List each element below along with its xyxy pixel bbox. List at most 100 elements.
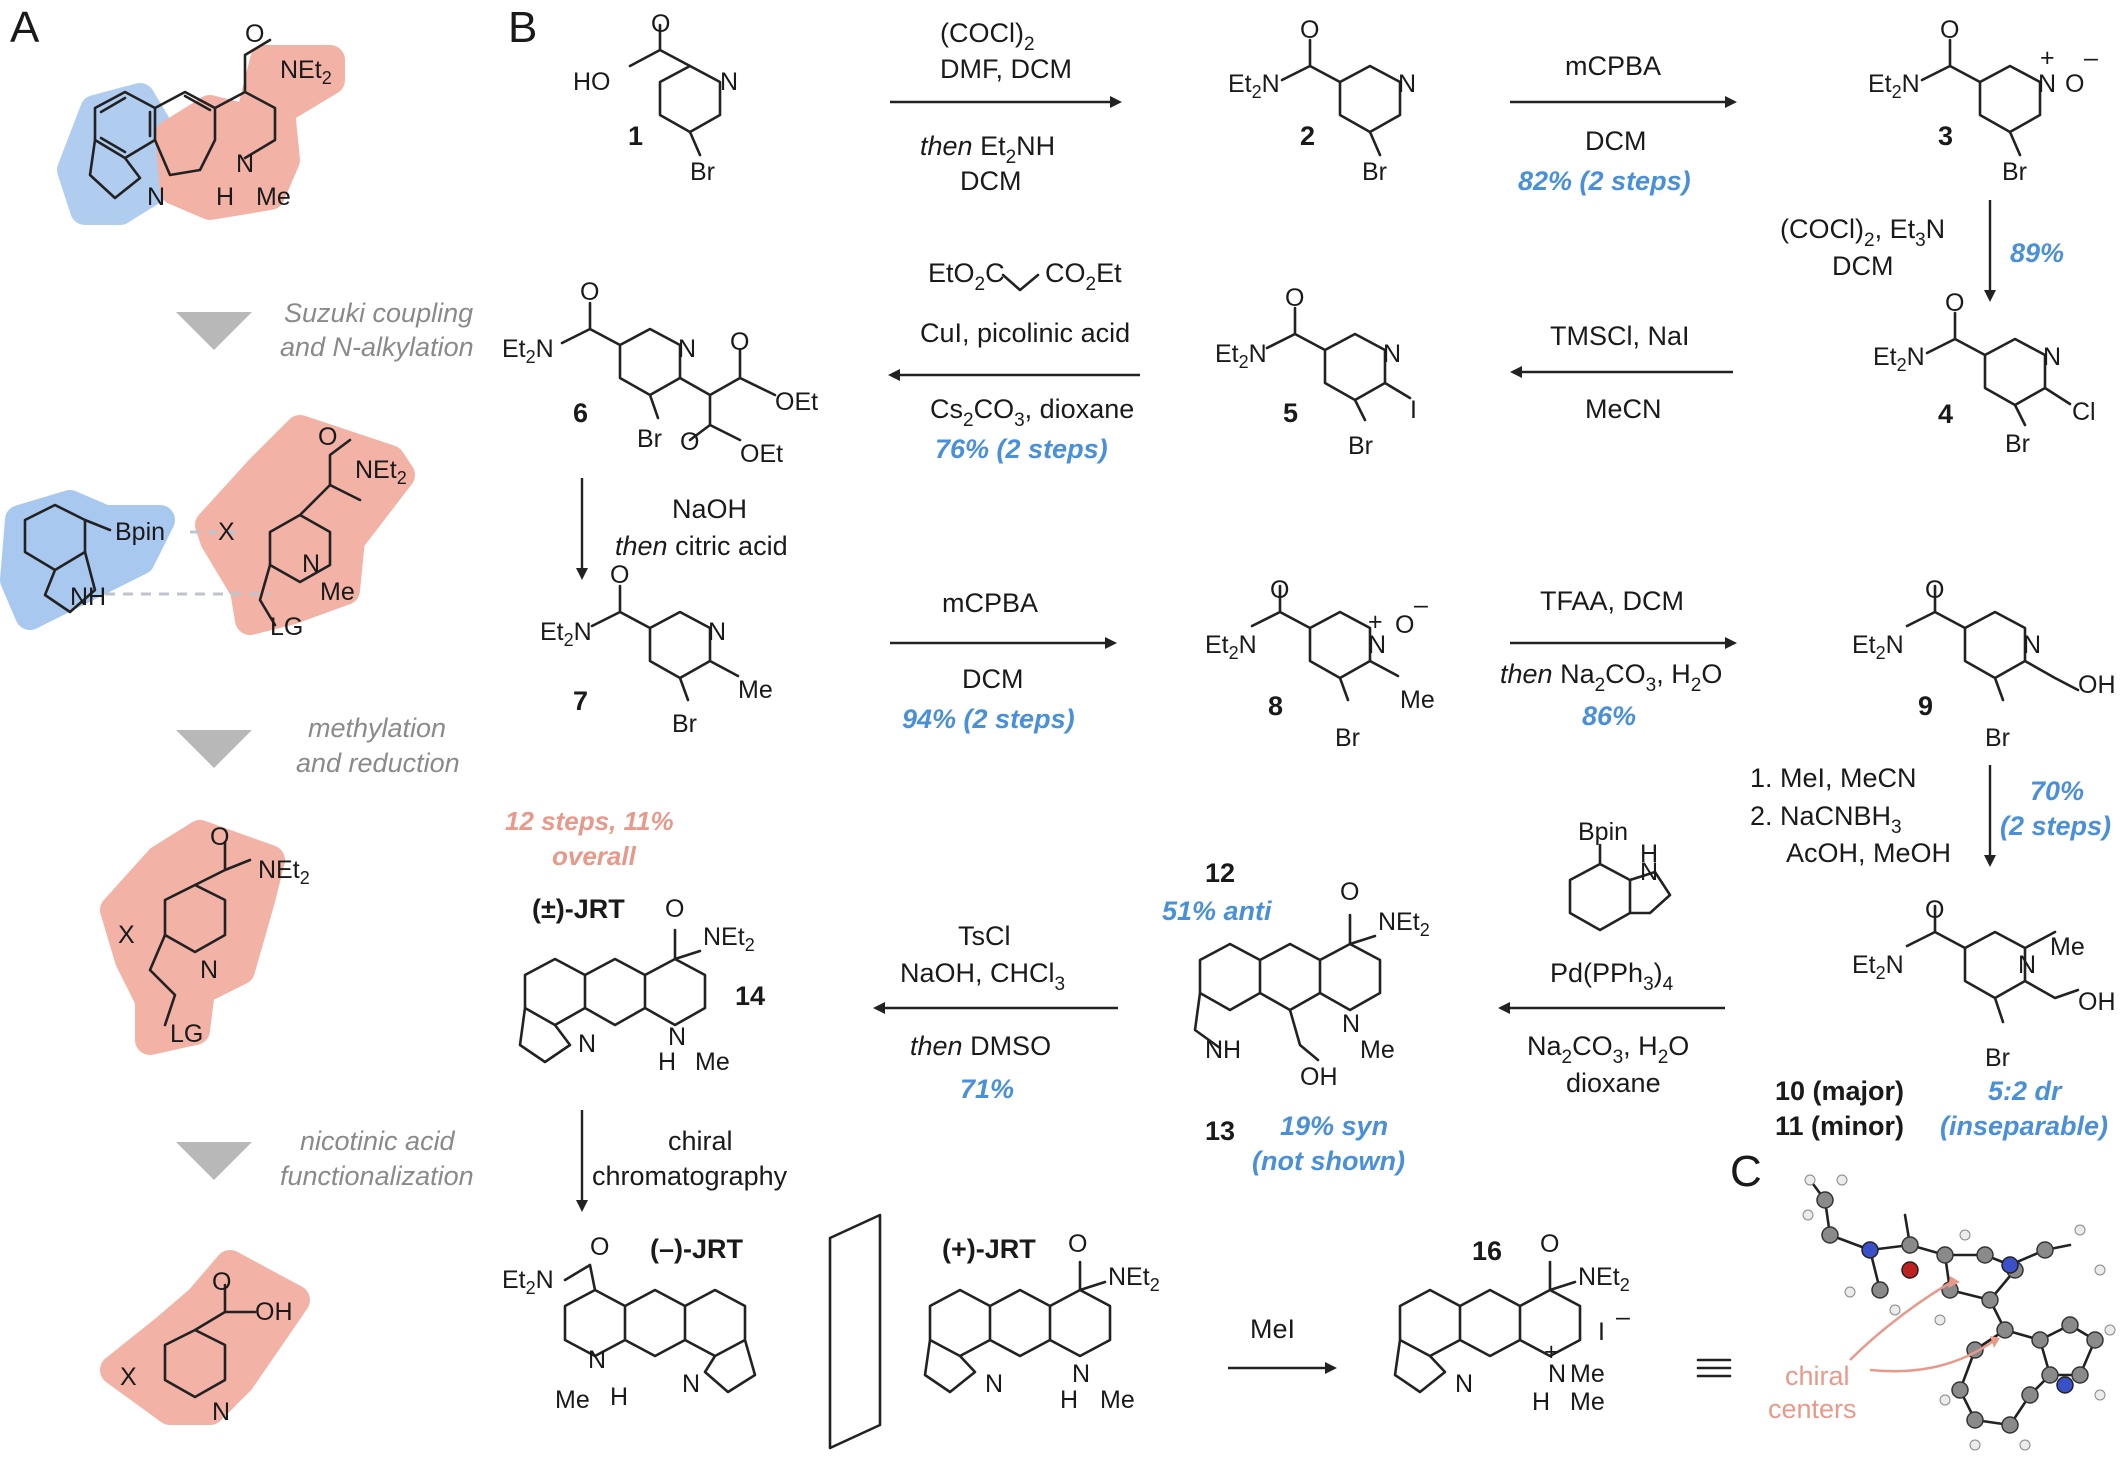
reagent-line: mCPBA (1565, 51, 1661, 81)
atom-o: O (1395, 611, 1414, 639)
reaction-arrow-4-5: TMSCl, NaI MeCN (1510, 321, 1733, 424)
atom-me: Me (1360, 1036, 1395, 1064)
compound-number: 10 (major) (1775, 1076, 1904, 1106)
atom-n: N (2043, 343, 2061, 371)
atom-me: Me (256, 183, 291, 211)
atom-o: O (1068, 1230, 1087, 1258)
atom-bpin: Bpin (1578, 818, 1628, 846)
atom-et2n: Et2N (502, 335, 554, 367)
atom-n: N (1548, 1360, 1566, 1388)
atom-oh: OH (2078, 671, 2116, 699)
atom-n: N (1383, 340, 1401, 368)
reagent-line: DCM (1585, 126, 1647, 156)
reagent-line: TMSCl, NaI (1550, 321, 1690, 351)
atom-lg: LG (270, 613, 303, 641)
chiral-centers-label: centers (1768, 1394, 1857, 1424)
reagent-line: DCM (962, 664, 1024, 694)
compound-6: Et2N O N O OEt O OEt Br 6 (502, 278, 818, 468)
reagent-line: chromatography (592, 1161, 788, 1191)
compound-minus-jrt: Et2N O (–)-JRT N Me H N (502, 1233, 757, 1414)
atom-o: O (1945, 289, 1964, 317)
reagent-line: Cs2CO3, dioxane (930, 394, 1134, 431)
reaction-arrow-7-8: mCPBA DCM 94% (2 steps) (890, 588, 1117, 734)
atom-n: N (1398, 70, 1416, 98)
reagent-line: Pd(PPh3)4 (1550, 958, 1674, 995)
compound-number: 12 (1205, 858, 1235, 888)
reaction-yield: 71% (960, 1074, 1014, 1104)
reaction-yield: 86% (1582, 701, 1636, 731)
compound-16: 16 O NEt2 I – N + Me Me H N (1393, 1230, 1630, 1416)
compound-number: 6 (573, 398, 588, 428)
atom-net2: NEt2 (703, 923, 755, 955)
reagent-line: MeCN (1585, 394, 1662, 424)
reaction-yield: 82% (2 steps) (1518, 166, 1691, 196)
retro-step-3-line2: functionalization (280, 1161, 474, 1191)
atom-n: N (302, 550, 320, 578)
reaction-arrow-5-6: EtO2C CO2Et CuI, picolinic acid Cs2CO3, … (888, 258, 1140, 464)
atom-et2n: Et2N (1852, 631, 1904, 663)
reaction-arrow-6-7: NaOH then citric acid (576, 478, 788, 580)
panel-a-structure-nicotinic-acid: O OH X N (100, 1250, 310, 1426)
compound-3: Et2N O N + O – Br 3 (1868, 16, 2098, 186)
atom-h: H (1060, 1386, 1078, 1414)
compound-9: Et2N O N OH Br 9 (1852, 576, 2116, 752)
reaction-arrow-1-2: (COCl)2 DMF, DCM then Et2NH DCM (890, 18, 1122, 196)
atom-o: O (580, 278, 599, 306)
reaction-yield: 51% anti (1162, 896, 1272, 926)
charge-minus: – (1414, 591, 1428, 619)
atom-n: N (678, 335, 696, 363)
atom-x: X (118, 921, 135, 949)
charge-plus: + (1368, 608, 1383, 636)
panel-label-a: A (10, 3, 40, 52)
compound-4: Et2N O N Cl Br 4 (1873, 289, 2096, 458)
compound-name: (±)-JRT (532, 894, 625, 924)
atom-n: N (1368, 631, 1386, 659)
reagent-line: then DMSO (910, 1031, 1051, 1061)
compound-2: Et2N O N Br 2 (1228, 16, 1416, 186)
reagent-line: (COCl)2, Et3N (1780, 214, 1945, 251)
atom-n: N (720, 68, 738, 96)
atom-br: Br (690, 158, 715, 186)
atom-x: X (120, 1363, 137, 1391)
atom-net2: NEt2 (1108, 1263, 1160, 1295)
compound-10-11: Et2N O N Me OH Br 10 (major) 11 (minor) … (1775, 896, 2116, 1141)
atom-n: N (200, 956, 218, 984)
reagent-line: NaOH, CHCl3 (900, 958, 1065, 995)
atom-o: O (610, 561, 629, 589)
atom-oet: OEt (740, 440, 783, 468)
atom-br: Br (1985, 724, 2010, 752)
compound-number: 9 (1918, 691, 1933, 721)
atom-o: O (318, 423, 337, 451)
overall-yield: 12 steps, 11% (505, 806, 674, 836)
compound-number: 7 (573, 686, 588, 716)
compound-number: 2 (1300, 121, 1315, 151)
reagent-line: dioxane (1566, 1068, 1661, 1098)
reaction-yield: 94% (2 steps) (902, 704, 1075, 734)
retro-arrow-3 (176, 1142, 252, 1180)
atom-ho: HO (573, 68, 611, 96)
atom-n: N (1455, 1370, 1473, 1398)
atom-n: N (682, 1370, 700, 1398)
atom-oet: OEt (775, 388, 818, 416)
reagent-line: MeI (1250, 1314, 1295, 1344)
charge-plus: + (2040, 44, 2055, 72)
mirror-plane (828, 1213, 882, 1450)
atom-br: Br (1335, 724, 1360, 752)
reaction-yield: 76% (2 steps) (935, 434, 1108, 464)
reagent-line: EtO2C (928, 258, 1005, 295)
reagent-line: DCM (960, 166, 1022, 196)
compound-name: (–)-JRT (650, 1234, 744, 1264)
retro-step-1-line2: and N-alkylation (280, 332, 474, 362)
atom-n: N (588, 1346, 606, 1374)
reaction-arrow-8-9: TFAA, DCM then Na2CO3, H2O 86% (1500, 586, 1737, 731)
atom-cl: Cl (2072, 398, 2096, 426)
compound-number: 3 (1938, 121, 1953, 151)
atom-et2n: Et2N (1873, 343, 1925, 375)
atom-me: Me (695, 1048, 730, 1076)
atom-n: N (1072, 1360, 1090, 1388)
atom-oh: OH (255, 1298, 293, 1326)
atom-net2: NEt2 (355, 456, 407, 488)
atom-n-indole: N (147, 183, 165, 211)
atom-n: N (708, 618, 726, 646)
